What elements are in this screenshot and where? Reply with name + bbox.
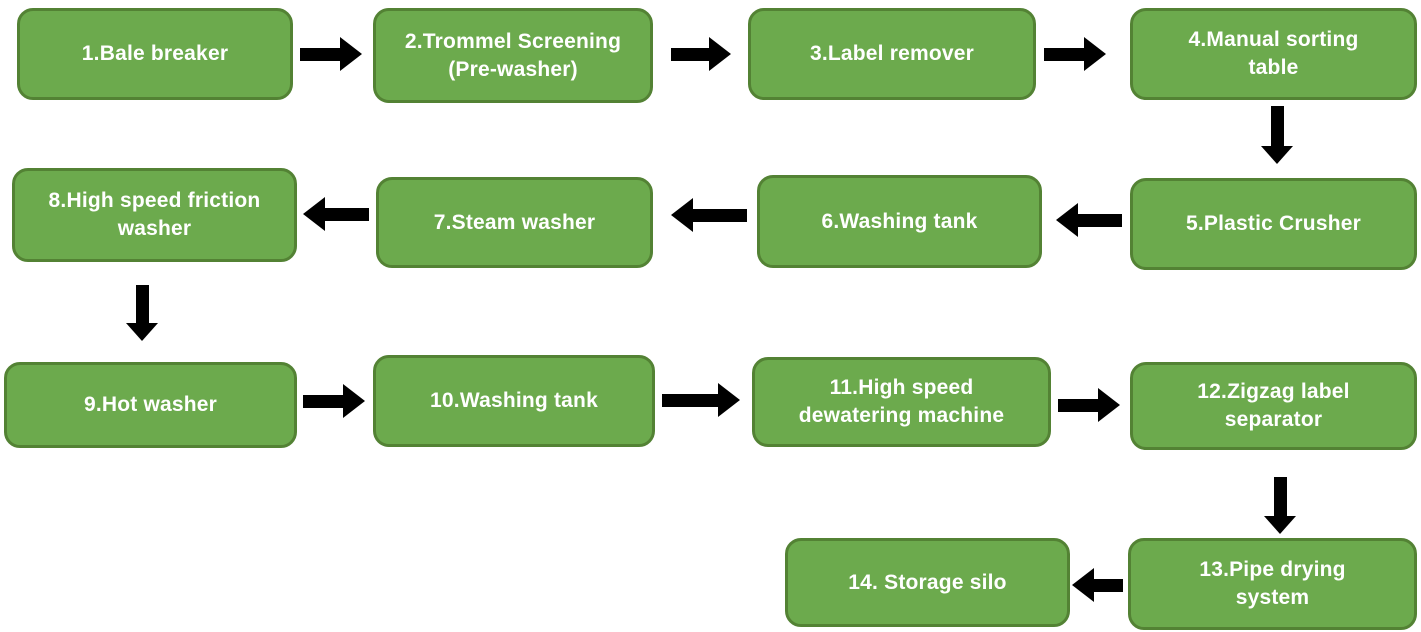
flow-step-10-label: 10.Washing tank bbox=[430, 389, 598, 413]
flow-step-1: 1.Bale breaker bbox=[17, 8, 293, 100]
flow-step-12-label: 12.Zigzag label separator bbox=[1197, 380, 1350, 431]
flow-step-7: 7.Steam washer bbox=[376, 177, 653, 268]
arrow-7-to-8-icon bbox=[303, 197, 369, 231]
flow-step-11: 11.High speed dewatering machine bbox=[752, 357, 1051, 447]
flow-step-5: 5.Plastic Crusher bbox=[1130, 178, 1417, 270]
arrow-1-to-2-icon bbox=[300, 37, 362, 71]
flow-step-6-label: 6.Washing tank bbox=[821, 209, 978, 233]
flow-step-7-label: 7.Steam washer bbox=[433, 210, 596, 234]
flow-step-9-label: 9.Hot washer bbox=[83, 393, 218, 417]
arrow-13-to-14-icon bbox=[1072, 568, 1123, 602]
arrow-3-to-4-icon bbox=[1044, 37, 1106, 71]
flow-step-8-label: 8.High speed friction washer bbox=[48, 189, 261, 240]
flow-step-8: 8.High speed friction washer bbox=[12, 168, 297, 262]
flow-step-2-label: 2.Trommel Screening (Pre-washer) bbox=[404, 29, 622, 81]
flow-step-10: 10.Washing tank bbox=[373, 355, 655, 447]
arrow-6-to-7-icon bbox=[671, 198, 747, 232]
arrow-10-to-11-icon bbox=[662, 383, 740, 417]
flow-step-14-label: 14. Storage silo bbox=[848, 570, 1007, 594]
flow-step-5-label: 5.Plastic Crusher bbox=[1186, 212, 1361, 236]
arrow-5-to-6-icon bbox=[1056, 203, 1122, 237]
arrow-8-to-9-icon bbox=[125, 285, 159, 341]
arrow-12-to-13-icon bbox=[1263, 477, 1297, 534]
arrow-2-to-3-icon bbox=[671, 37, 731, 71]
flow-step-13-label: 13.Pipe drying system bbox=[1199, 558, 1346, 609]
flow-step-4: 4.Manual sorting table bbox=[1130, 8, 1417, 100]
flow-step-2: 2.Trommel Screening (Pre-washer) bbox=[373, 8, 653, 103]
flow-step-9: 9.Hot washer bbox=[4, 362, 297, 448]
flow-step-4-label: 4.Manual sorting table bbox=[1188, 28, 1359, 79]
flow-step-6: 6.Washing tank bbox=[757, 175, 1042, 268]
arrow-11-to-12-icon bbox=[1058, 388, 1120, 422]
arrow-9-to-10-icon bbox=[303, 384, 365, 418]
flow-step-12: 12.Zigzag label separator bbox=[1130, 362, 1417, 450]
flow-step-3-label: 3.Label remover bbox=[809, 42, 975, 66]
arrow-4-to-5-icon bbox=[1260, 106, 1294, 164]
flow-step-13: 13.Pipe drying system bbox=[1128, 538, 1417, 630]
flow-step-1-label: 1.Bale breaker bbox=[81, 42, 229, 66]
flow-step-11-label: 11.High speed dewatering machine bbox=[798, 376, 1005, 427]
flow-step-14: 14. Storage silo bbox=[785, 538, 1070, 627]
flow-step-3: 3.Label remover bbox=[748, 8, 1036, 100]
